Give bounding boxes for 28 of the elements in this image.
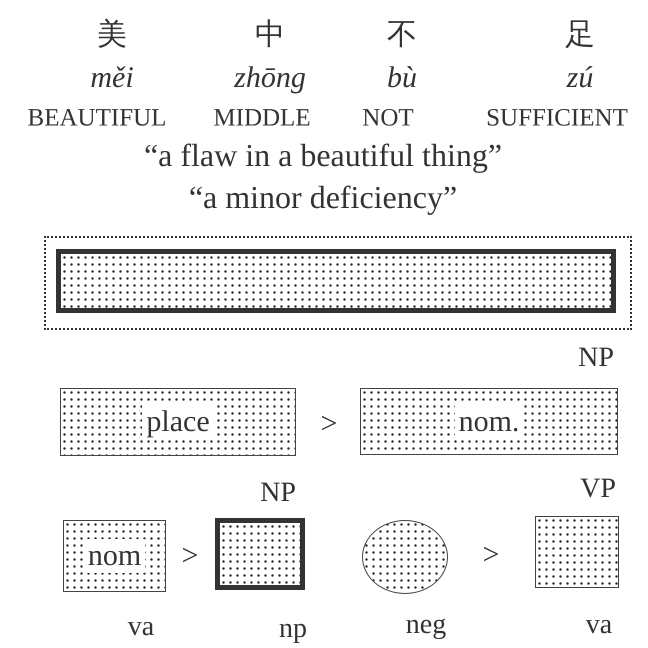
chinese-character: 足 xyxy=(565,20,595,50)
gloss-text: MIDDLE xyxy=(213,106,311,130)
phrase-tag: np xyxy=(279,615,307,643)
node-text: place xyxy=(142,405,214,439)
thick-box xyxy=(56,249,616,313)
translation-text: “a minor deficiency” xyxy=(188,181,458,213)
greater-than-sign: > xyxy=(182,541,198,571)
phrase-tag: va xyxy=(586,611,612,639)
phrase-tag: neg xyxy=(406,611,446,639)
greater-than-sign: > xyxy=(320,409,338,439)
gloss-text: BEAUTIFUL xyxy=(28,106,166,130)
chinese-character: 美 xyxy=(97,20,127,50)
greater-than-sign: > xyxy=(482,540,500,570)
pinyin-text: zú xyxy=(566,63,594,93)
pinyin-text: zhōng xyxy=(234,63,306,93)
phrase-tag: NP xyxy=(260,479,296,507)
pinyin-text: bù xyxy=(387,63,417,93)
gloss-text: SUFFICIENT xyxy=(486,106,628,130)
gloss-text: NOT xyxy=(362,106,414,130)
phrase-tag: VP xyxy=(580,475,616,503)
chinese-character: 不 xyxy=(387,20,417,50)
dotted-frame xyxy=(44,236,632,330)
pinyin-text: měi xyxy=(90,63,134,93)
dotted-box xyxy=(60,388,296,456)
translation-text: “a flaw in a beautiful thing” xyxy=(144,139,502,171)
phrase-tag: va xyxy=(128,613,154,641)
chinese-character: 中 xyxy=(255,20,285,50)
phrase-tag: NP xyxy=(578,344,614,372)
